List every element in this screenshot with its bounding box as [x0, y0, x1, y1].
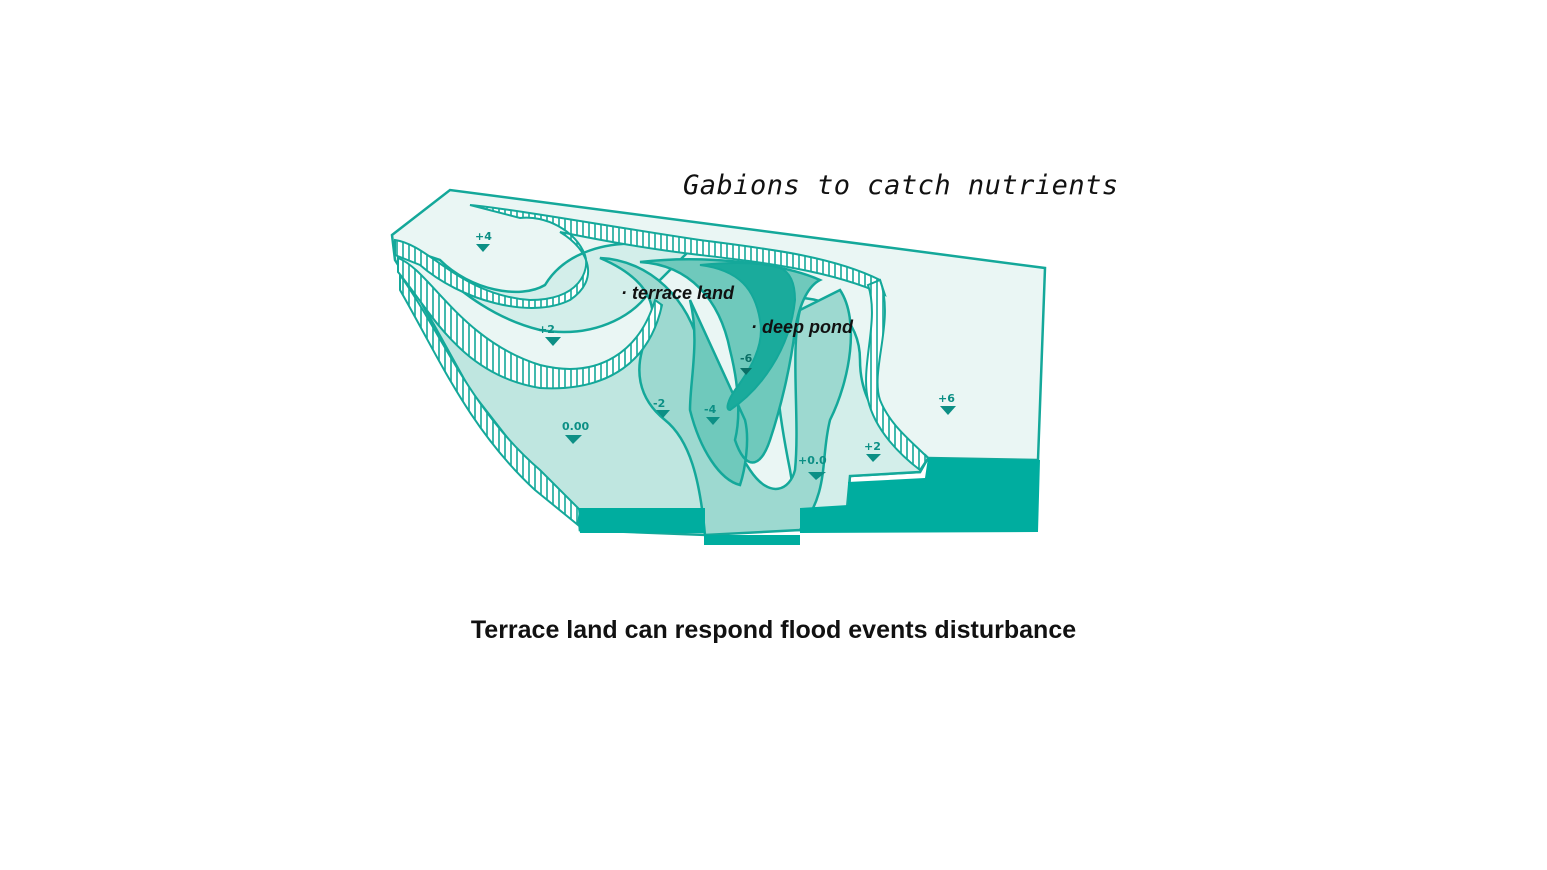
- elevation-marker: -6: [740, 352, 753, 375]
- gabion-label: Gabions to catch nutrients: [683, 170, 1119, 201]
- elevation-marker: +2: [538, 323, 561, 346]
- elevation-marker: -2: [653, 397, 670, 418]
- gabion-band-upper: [394, 204, 887, 309]
- svg-text:-2: -2: [653, 397, 665, 410]
- gabion-band-middle: [397, 256, 664, 390]
- svg-text:-4: -4: [704, 403, 717, 416]
- gabion-band-lower: [399, 271, 582, 527]
- svg-text:+6: +6: [938, 392, 955, 405]
- terrace-land-label: · terrace land: [621, 283, 735, 303]
- svg-text:+4: +4: [475, 230, 492, 243]
- svg-text:-6: -6: [740, 352, 753, 365]
- gabion-band-right: [865, 278, 930, 472]
- svg-text:+2: +2: [538, 323, 555, 336]
- diagram-caption: Terrace land can respond flood events di…: [470, 616, 1077, 644]
- elevation-marker: +2: [864, 440, 881, 462]
- elevation-marker: +4: [475, 230, 492, 252]
- elevation-marker: +0.0: [798, 454, 827, 480]
- deep-pond-label: · deep pond: [751, 317, 853, 337]
- section-cut: [578, 458, 1040, 545]
- svg-text:+2: +2: [864, 440, 881, 453]
- deep-pond: [699, 262, 797, 412]
- elevation-marker: -4: [704, 403, 720, 425]
- elevation-marker: 0.00: [562, 420, 589, 444]
- svg-text:0.00: 0.00: [562, 420, 589, 433]
- svg-text:+0.0: +0.0: [798, 454, 827, 467]
- elevation-marker: +6: [938, 392, 956, 415]
